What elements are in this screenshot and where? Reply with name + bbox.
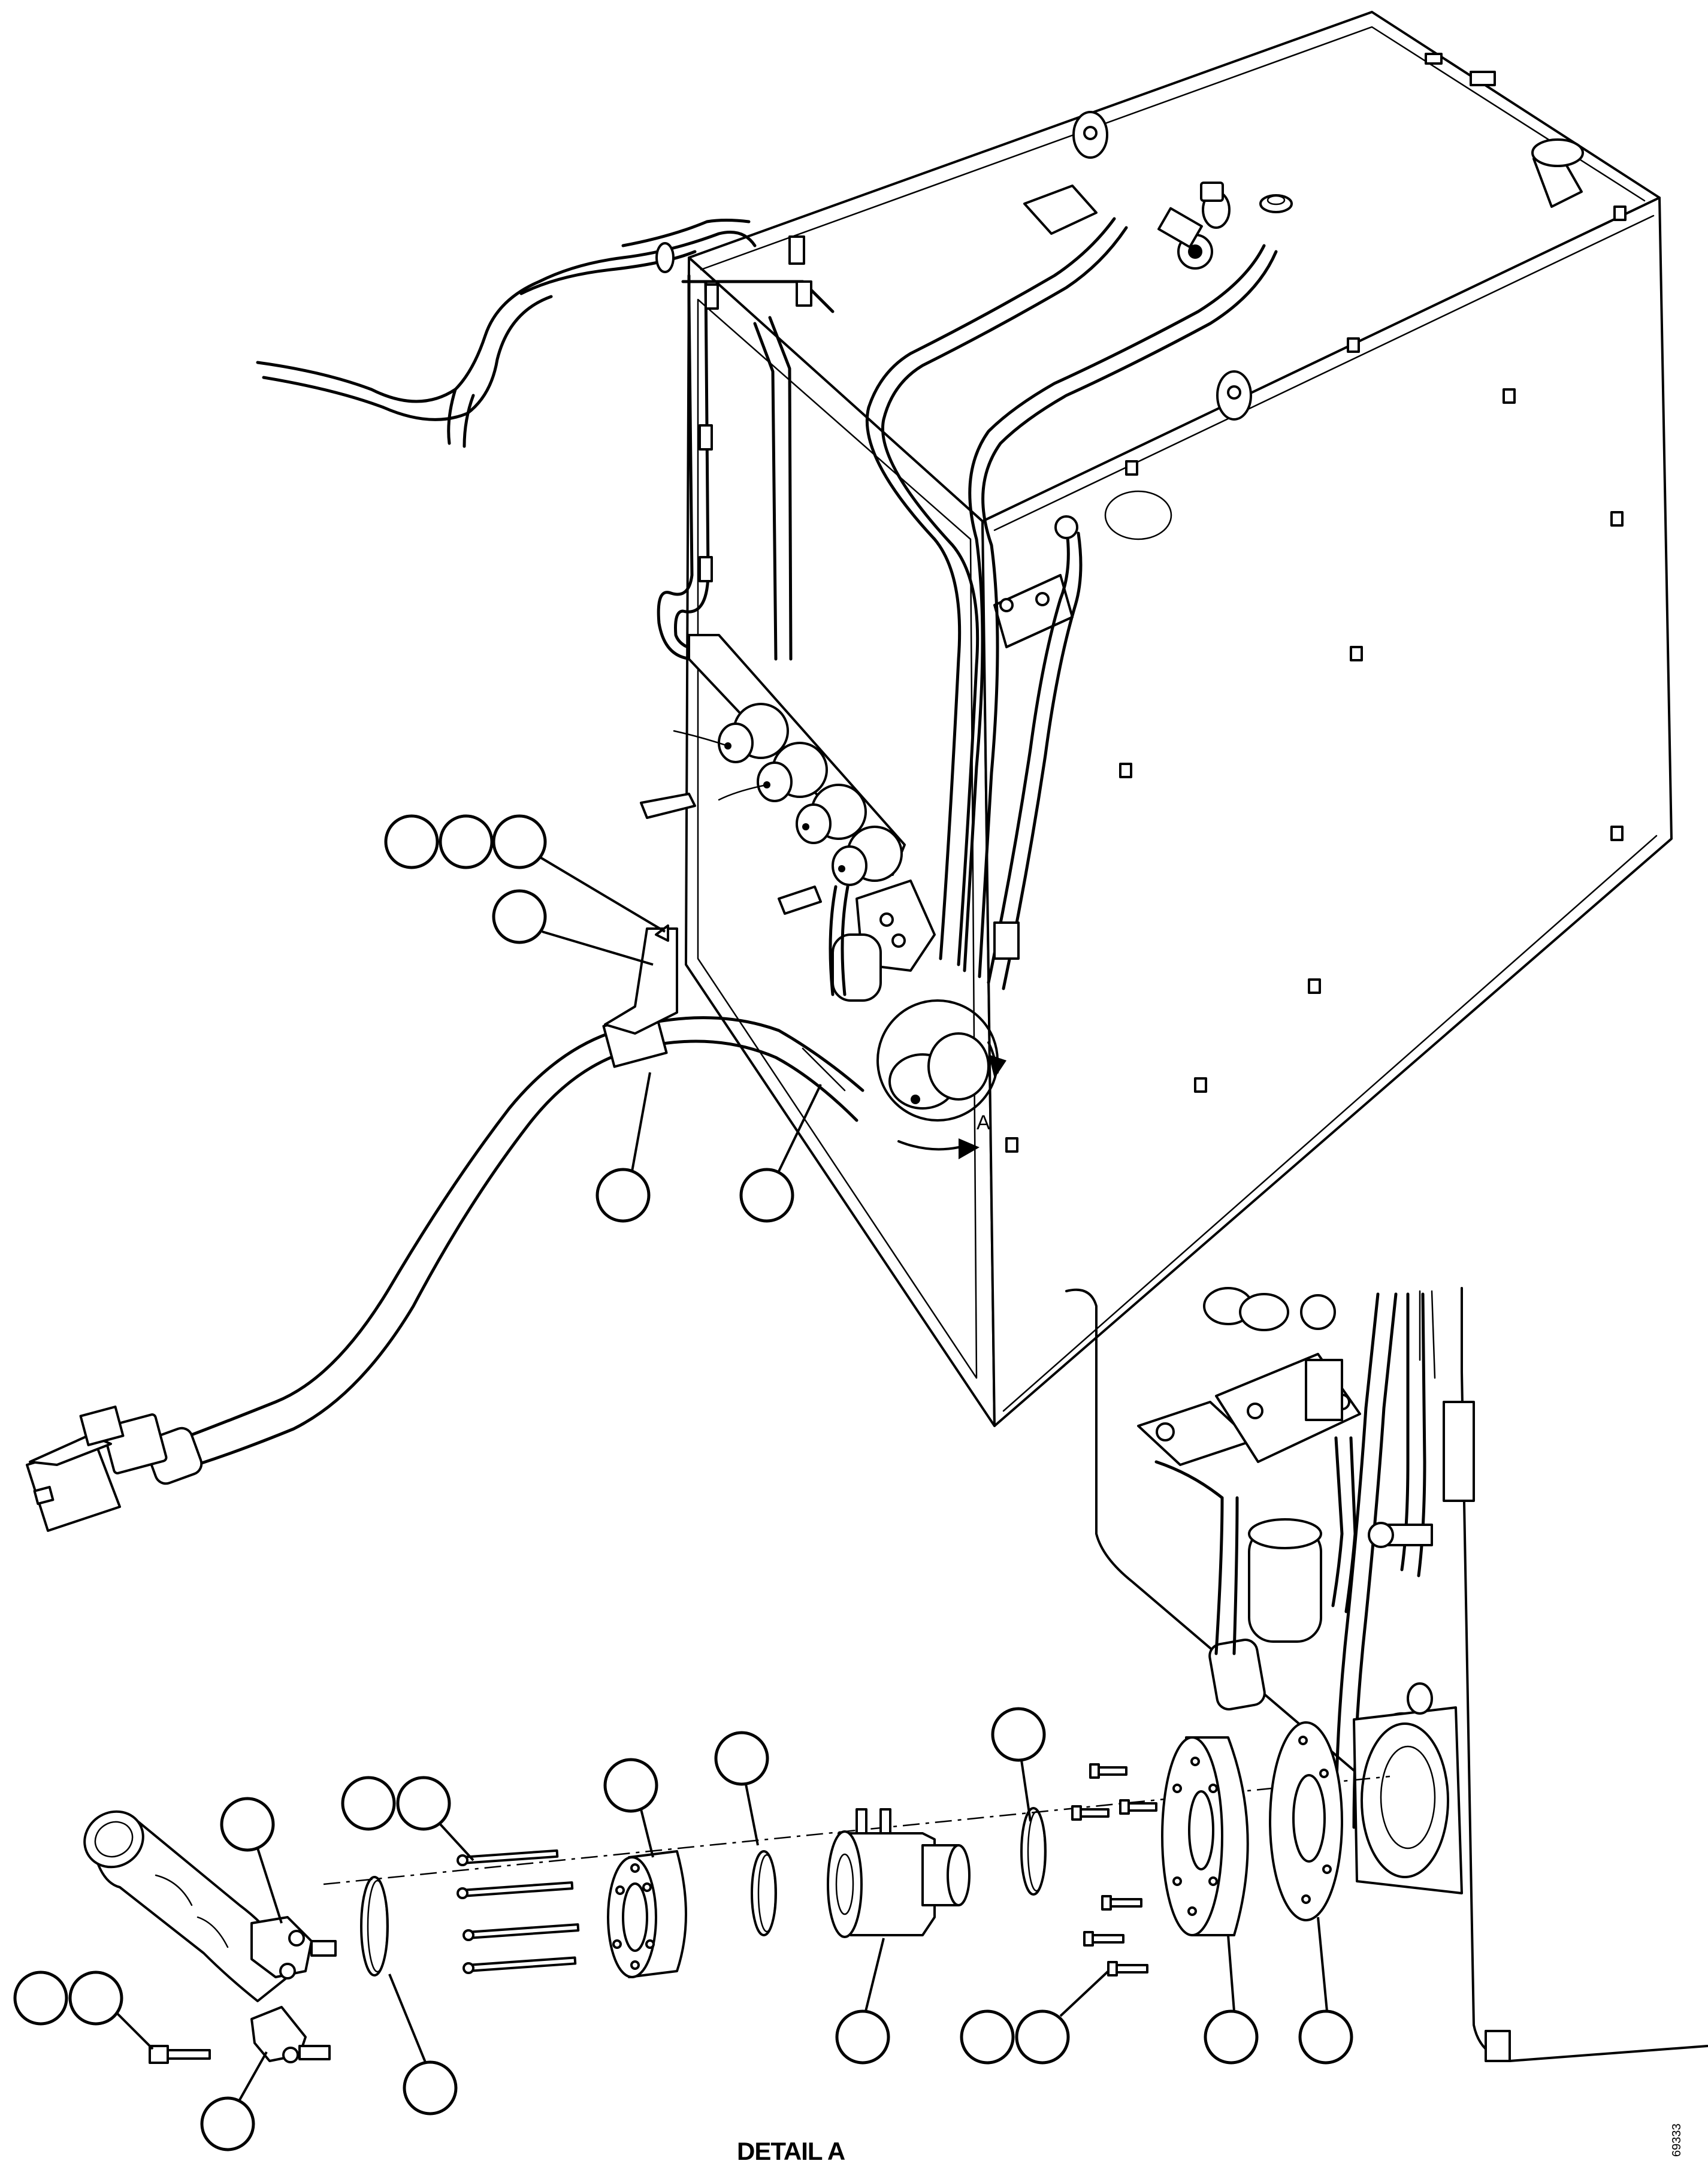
- detail-callouts: [13, 1707, 1353, 2151]
- hydraulic-tank: [685, 11, 1673, 1427]
- callout-bubble: [835, 2009, 890, 2065]
- detail-a-indicator: A: [876, 999, 1006, 1159]
- wire-harness: [256, 219, 757, 448]
- detail-marker-label: A: [977, 1111, 990, 1134]
- callout-bubble: [68, 1971, 123, 2026]
- callout-bubble: [396, 1776, 451, 1831]
- callout-bubble: [200, 2096, 255, 2151]
- return-tube: [657, 235, 835, 661]
- upper-callouts: [384, 814, 822, 1223]
- callout-bubble: [714, 1731, 769, 1786]
- hydraulic-lines: [865, 217, 1278, 990]
- callout-bubble: [492, 889, 547, 944]
- detail-title: DETAIL A: [737, 2137, 845, 2165]
- exploded-parts: [83, 1721, 1390, 2064]
- callout-bubble: [403, 2060, 458, 2115]
- callout-bubble: [595, 1168, 651, 1223]
- callout-bubble: [1298, 2009, 1353, 2065]
- top-manifold: [1023, 182, 1231, 270]
- callout-bubble: [13, 1971, 68, 2026]
- callout-bubble: [603, 1758, 658, 1813]
- suction-hose: [166, 924, 864, 1473]
- pump-assembly: [829, 880, 936, 1002]
- hose-end-motor: [26, 1406, 203, 1532]
- callout-bubble: [991, 1707, 1046, 1762]
- figure-id: 69333: [1670, 2123, 1683, 2157]
- callout-bubble: [492, 814, 547, 869]
- detail-a-background: [1065, 1287, 1708, 2062]
- callout-bubble: [960, 2009, 1015, 2065]
- callout-bubble: [439, 814, 494, 869]
- solenoid-valve-bank: [640, 634, 906, 915]
- callout-bubble: [739, 1168, 794, 1223]
- callout-bubble: [220, 1797, 275, 1852]
- callout-bubble: [341, 1776, 396, 1831]
- callout-bubble: [1204, 2009, 1259, 2065]
- callout-bubble: [384, 814, 439, 869]
- callout-bubble: [1015, 2009, 1070, 2065]
